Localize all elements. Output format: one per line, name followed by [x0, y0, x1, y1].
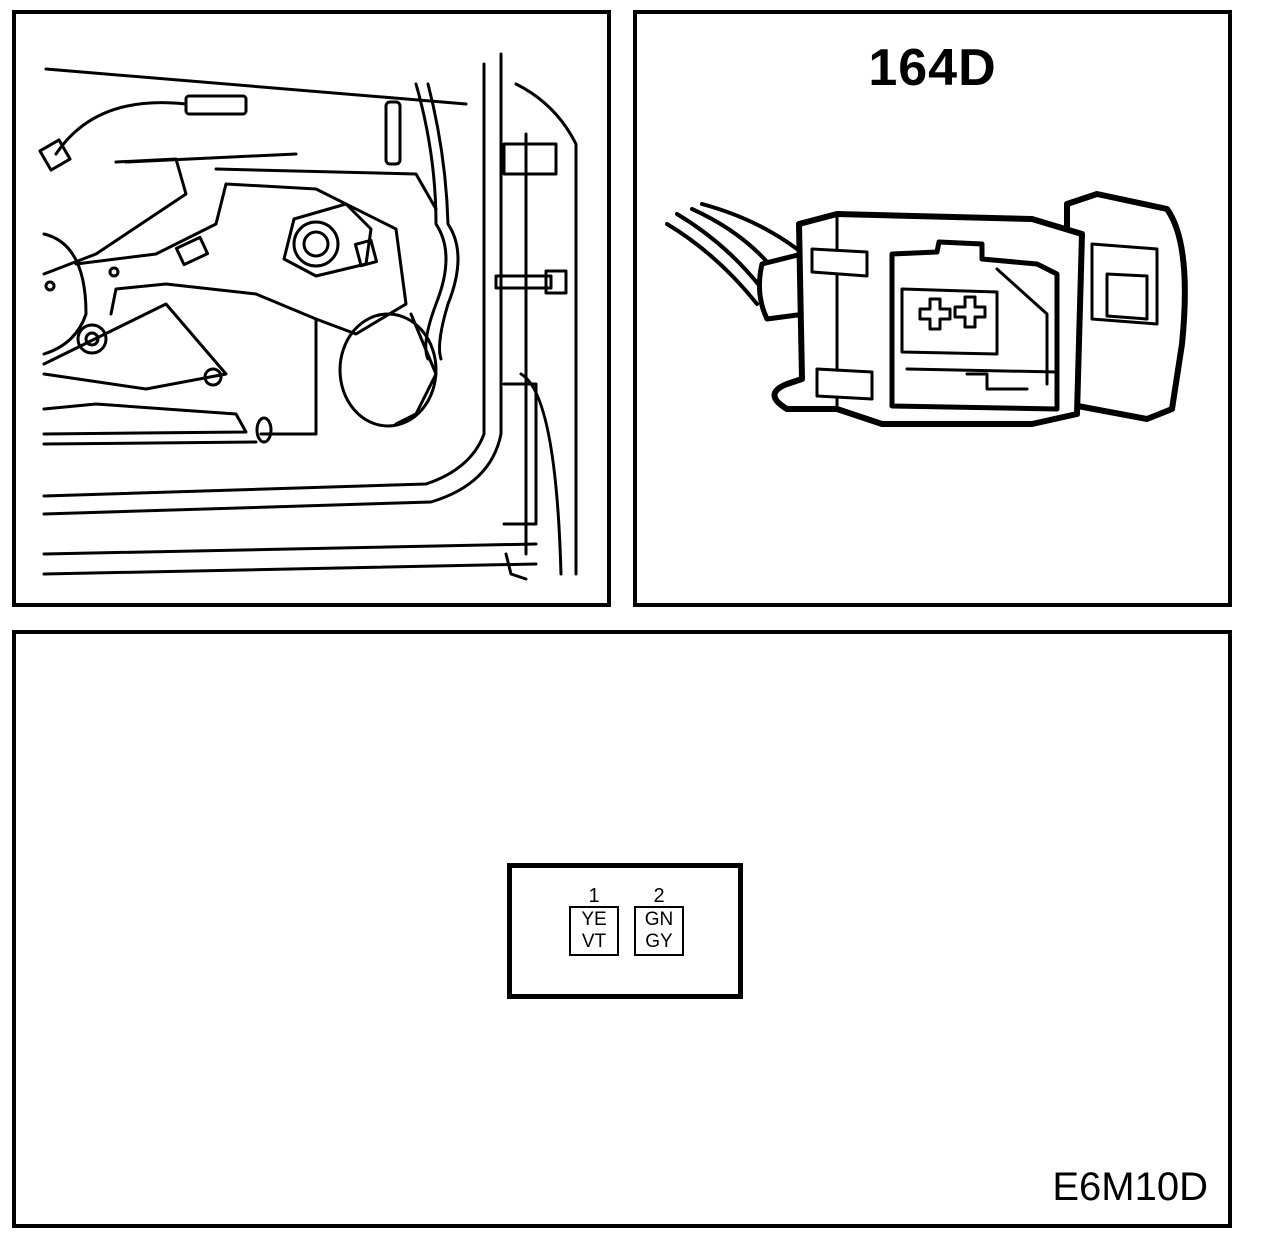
pin-wire-colors: GN GY [634, 906, 684, 956]
connector-face-outline: 1 YE VT 2 GN GY [507, 863, 743, 999]
pin-1: 1 YE VT [568, 886, 620, 956]
figure-code: E6M10D [1052, 1165, 1208, 1209]
door-interior-drawing [38, 52, 578, 581]
connector-164d-drawing [665, 191, 1188, 427]
wire-color: GN [644, 909, 674, 930]
pin-number: 2 [653, 885, 665, 907]
pin-wire-colors: YE VT [569, 906, 619, 956]
connector-id-label: 164D [868, 39, 997, 97]
pin-2: 2 GN GY [633, 886, 685, 956]
door-location-panel [12, 10, 611, 607]
connector-view-panel: 164D [633, 10, 1232, 607]
pinout-panel: 1 YE VT 2 GN GY E6M10D [12, 630, 1232, 1228]
wire-color: GY [645, 931, 673, 952]
wire-color: YE [581, 909, 607, 930]
pin-number: 1 [588, 885, 600, 907]
wire-color: VT [581, 931, 607, 952]
